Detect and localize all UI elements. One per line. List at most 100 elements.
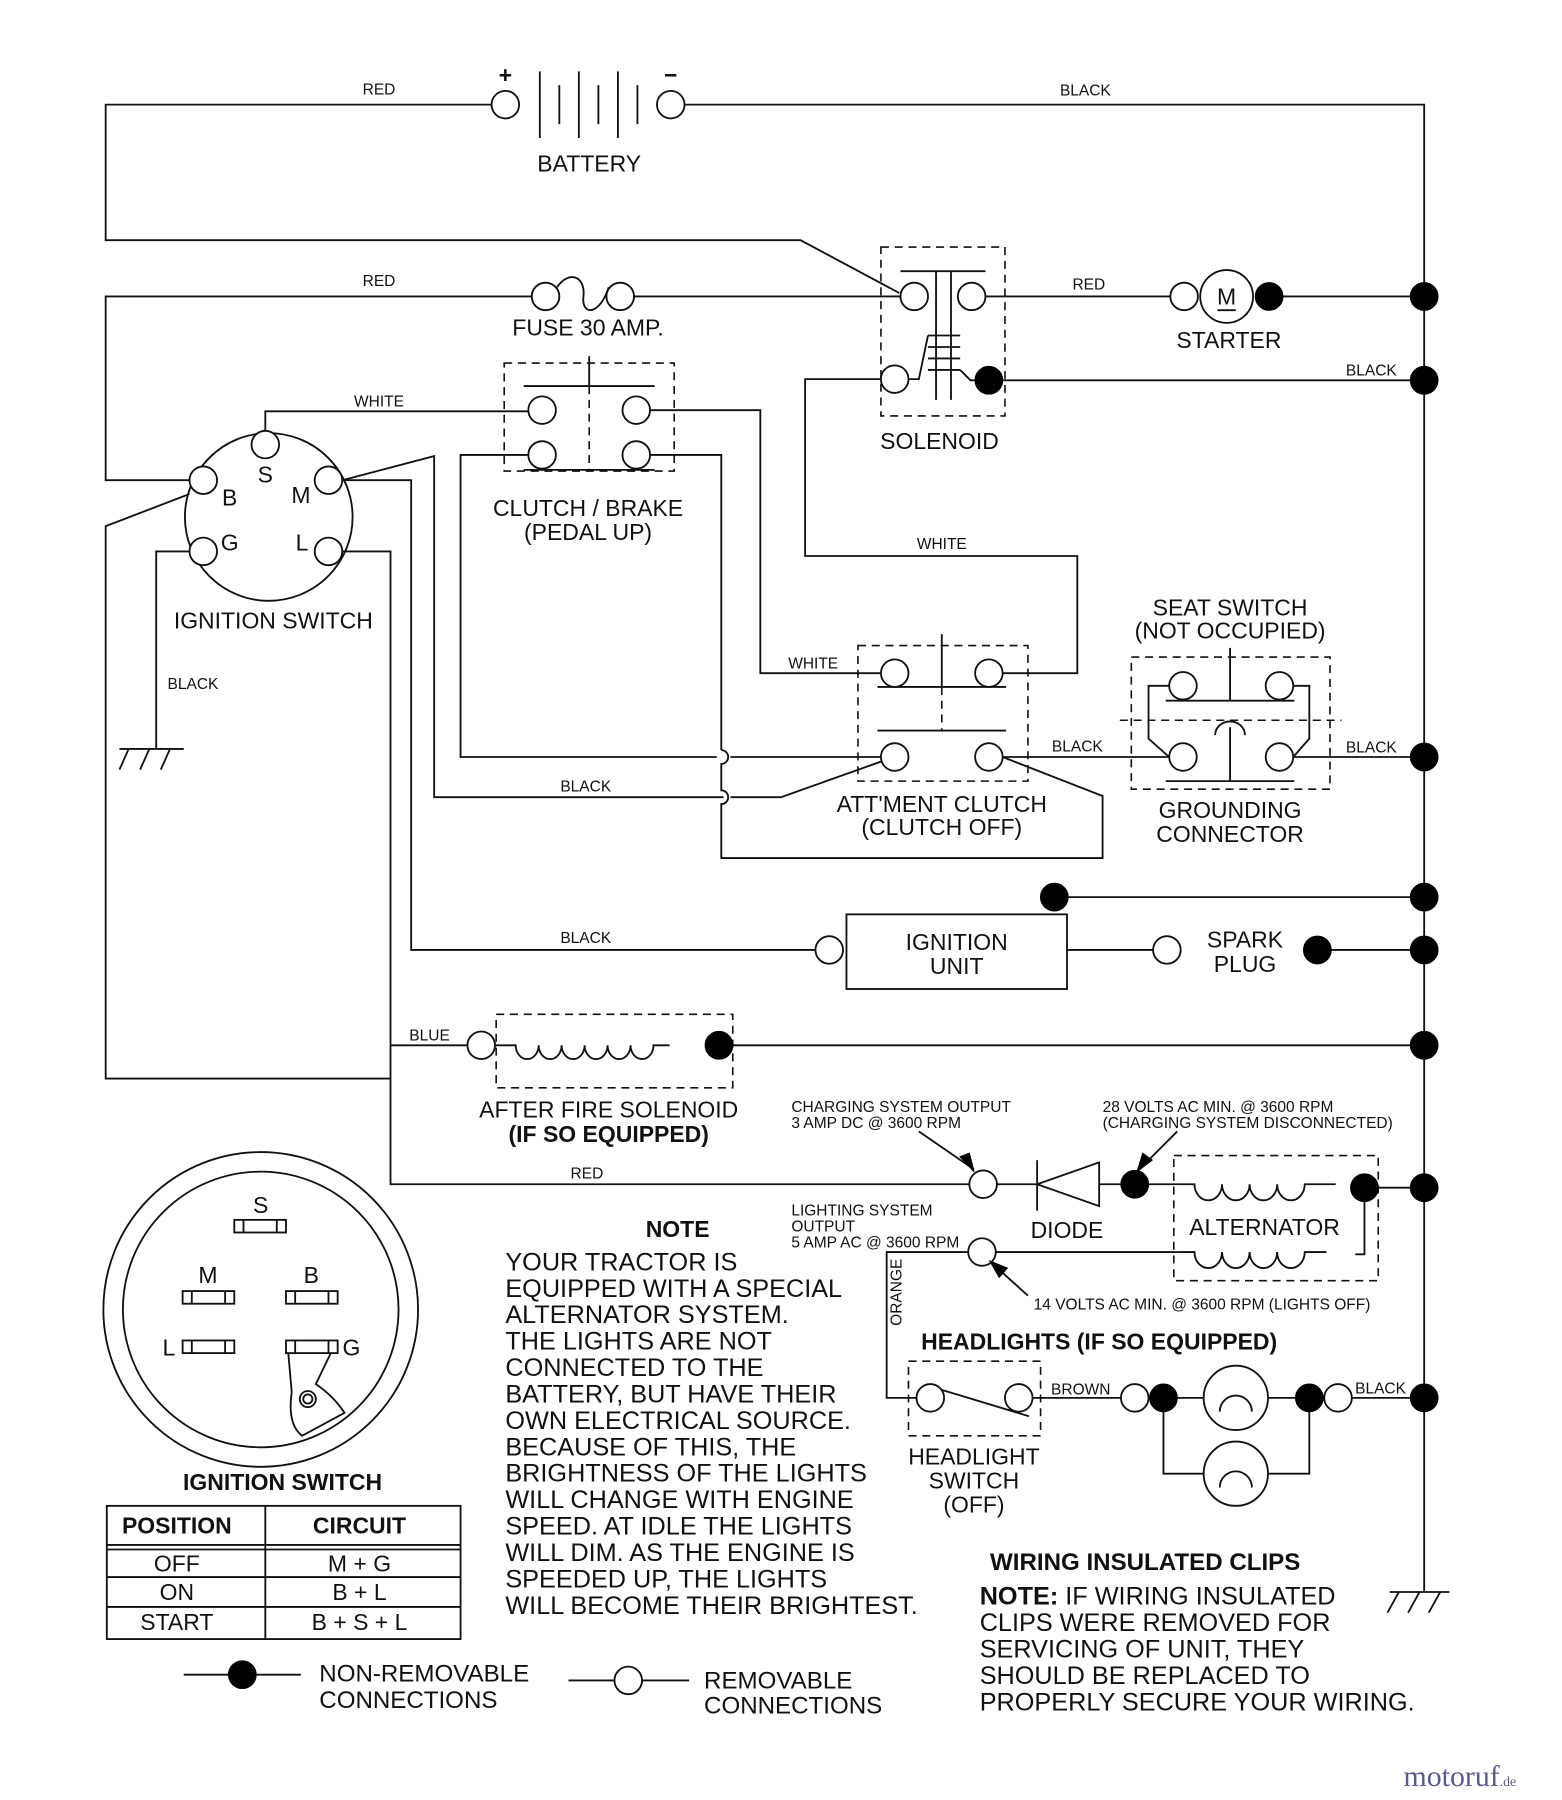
battery-plus: +: [499, 62, 512, 88]
legend-removable: CONNECTIONS: [704, 1693, 882, 1720]
legend-removable: REMOVABLE: [704, 1667, 852, 1694]
note-line: WILL CHANGE WITH ENGINE: [505, 1486, 853, 1514]
terminal-s: S: [258, 462, 273, 488]
lighting-output-note: LIGHTING SYSTEM: [791, 1202, 932, 1219]
ignition-unit-label: IGNITION: [906, 929, 1008, 955]
wire-label: BLACK: [168, 676, 219, 693]
note-line: WILL BECOME THEIR BRIGHTEST.: [505, 1592, 917, 1620]
table-cell: B + S + L: [312, 1609, 408, 1635]
seat-switch: SEAT SWITCH (NOT OCCUPIED) GROUNDING CON…: [1119, 595, 1342, 847]
attachment-clutch-switch: ATT'MENT CLUTCH (CLUTCH OFF): [837, 634, 1047, 840]
ignition-unit-sublabel: UNIT: [930, 953, 984, 979]
charging-output-note: CHARGING SYSTEM OUTPUT: [791, 1099, 1011, 1116]
wire-label: BLUE: [409, 1028, 450, 1045]
seat-switch-sublabel: (NOT OCCUPIED): [1135, 618, 1326, 644]
battery-label: BATTERY: [537, 150, 641, 176]
clips-note-prefix: NOTE:: [980, 1583, 1059, 1611]
headlights: HEADLIGHTS (IF SO EQUIPPED) HEADLIGHT SW…: [907, 1329, 1353, 1518]
terminal-m: M: [291, 482, 310, 508]
lighting-output-note: OUTPUT: [791, 1218, 855, 1235]
after-fire-solenoid-sublabel: (IF SO EQUIPPED): [509, 1121, 709, 1147]
ignition-switch: S B M G L IGNITION SWITCH: [174, 429, 373, 633]
starter-symbol: M: [1217, 283, 1236, 309]
ignition-switch-detail: S M B L G IGNITION SWITCH: [102, 1151, 419, 1495]
detail-terminal-s: S: [253, 1192, 268, 1218]
ignition-unit: IGNITION UNIT: [814, 913, 1068, 990]
detail-terminal-b: B: [304, 1262, 319, 1288]
clips-note-line: PROPERLY SECURE YOUR WIRING.: [980, 1688, 1415, 1716]
ignition-switch-label: IGNITION SWITCH: [174, 607, 373, 633]
attment-clutch-sublabel: (CLUTCH OFF): [861, 814, 1022, 840]
lighting-output-note: 5 AMP AC @ 3600 RPM: [791, 1234, 959, 1251]
legend: NON-REMOVABLE CONNECTIONS REMOVABLE CONN…: [183, 1660, 882, 1720]
clips-note: WIRING INSULATED CLIPS NOTE: IF WIRING I…: [980, 1549, 1415, 1716]
battery: + − BATTERY: [490, 62, 686, 176]
svg-text:NOTE: IF WIRING INSULATED: NOTE: IF WIRING INSULATED: [980, 1583, 1336, 1611]
wire-label: WHITE: [917, 536, 967, 553]
wire-label: BLACK: [1346, 739, 1397, 756]
alternator-label: ALTERNATOR: [1189, 1214, 1340, 1240]
wire-label: WHITE: [354, 394, 404, 411]
fuse: FUSE 30 AMP.: [512, 276, 664, 340]
wire-label: BLACK: [1060, 82, 1111, 99]
table-cell: M + G: [328, 1550, 391, 1576]
wires: [104, 103, 1450, 1614]
note-line: BRIGHTNESS OF THE LIGHTS: [505, 1460, 867, 1488]
note-line: THE LIGHTS ARE NOT: [505, 1328, 772, 1356]
charging-output-note: 3 AMP DC @ 3600 RPM: [791, 1115, 961, 1132]
solenoid-label: SOLENOID: [880, 428, 999, 454]
clutch-brake-label: CLUTCH / BRAKE: [493, 495, 683, 521]
wire-label: BLACK: [560, 930, 611, 947]
fuse-label: FUSE 30 AMP.: [512, 314, 663, 340]
wire-label: RED: [571, 1166, 604, 1183]
legend-non-removable: NON-REMOVABLE: [319, 1661, 529, 1688]
volts-28-note: 28 VOLTS AC MIN. @ 3600 RPM: [1103, 1099, 1334, 1116]
detail-terminal-l: L: [162, 1334, 175, 1360]
wire-label: RED: [1072, 277, 1105, 294]
note-line: SPEEDED UP, THE LIGHTS: [505, 1565, 827, 1593]
wire-labels: RED BLACK RED WHITE RED BLACK WHITE WHIT…: [168, 81, 1407, 1398]
wire-label: BLACK: [1052, 738, 1103, 755]
switch-detail-title: IGNITION SWITCH: [183, 1469, 382, 1495]
spark-plug: SPARK PLUG: [1152, 927, 1332, 977]
headlights-title: HEADLIGHTS (IF SO EQUIPPED): [921, 1329, 1277, 1355]
starter-label: STARTER: [1176, 327, 1281, 353]
table-cell: B + L: [332, 1579, 386, 1605]
clutch-brake-switch: CLUTCH / BRAKE (PEDAL UP): [493, 356, 683, 545]
note-line: BATTERY, BUT HAVE THEIR: [505, 1380, 836, 1408]
table-cell: OFF: [154, 1550, 200, 1576]
note-line: BECAUSE OF THIS, THE: [505, 1433, 796, 1461]
terminal-b: B: [222, 484, 237, 510]
note-line: CONNECTED TO THE: [505, 1354, 763, 1382]
starter: M STARTER: [1169, 269, 1284, 353]
clips-note-line: IF WIRING INSULATED: [1065, 1583, 1335, 1611]
table-cell: ON: [160, 1579, 194, 1605]
headlight-switch-label: (OFF): [943, 1492, 1004, 1518]
battery-minus: −: [664, 62, 677, 88]
wire-label: BLACK: [560, 778, 611, 795]
wire-label: BLACK: [1346, 363, 1397, 380]
table-cell: START: [140, 1609, 213, 1635]
clutch-brake-sublabel: (PEDAL UP): [524, 519, 652, 545]
note-line: OWN ELECTRICAL SOURCE.: [505, 1407, 851, 1435]
note-line: YOUR TRACTOR IS: [505, 1248, 737, 1276]
diode-label: DIODE: [1031, 1217, 1104, 1243]
clips-note-line: SHOULD BE REPLACED TO: [980, 1662, 1310, 1690]
table-header: CIRCUIT: [313, 1512, 406, 1538]
spark-plug-label: SPARK: [1207, 927, 1284, 953]
table-header: POSITION: [122, 1512, 232, 1538]
terminal-l: L: [296, 529, 309, 555]
grounding-connector-label: GROUNDING: [1159, 797, 1302, 823]
wire-label: RED: [363, 273, 396, 290]
spark-plug-sublabel: PLUG: [1214, 951, 1277, 977]
ignition-circuit-table: POSITION CIRCUIT OFF M + G ON B + L STAR…: [105, 1504, 462, 1640]
headlight-switch-label: SWITCH: [929, 1468, 1020, 1494]
note-line: ALTERNATOR SYSTEM.: [505, 1301, 788, 1329]
solenoid: SOLENOID: [880, 246, 1006, 454]
attment-clutch-label: ATT'MENT CLUTCH: [837, 791, 1047, 817]
watermark-logo: motoruf.de: [1404, 1760, 1517, 1793]
clips-note-line: SERVICING OF UNIT, THEY: [980, 1635, 1305, 1663]
